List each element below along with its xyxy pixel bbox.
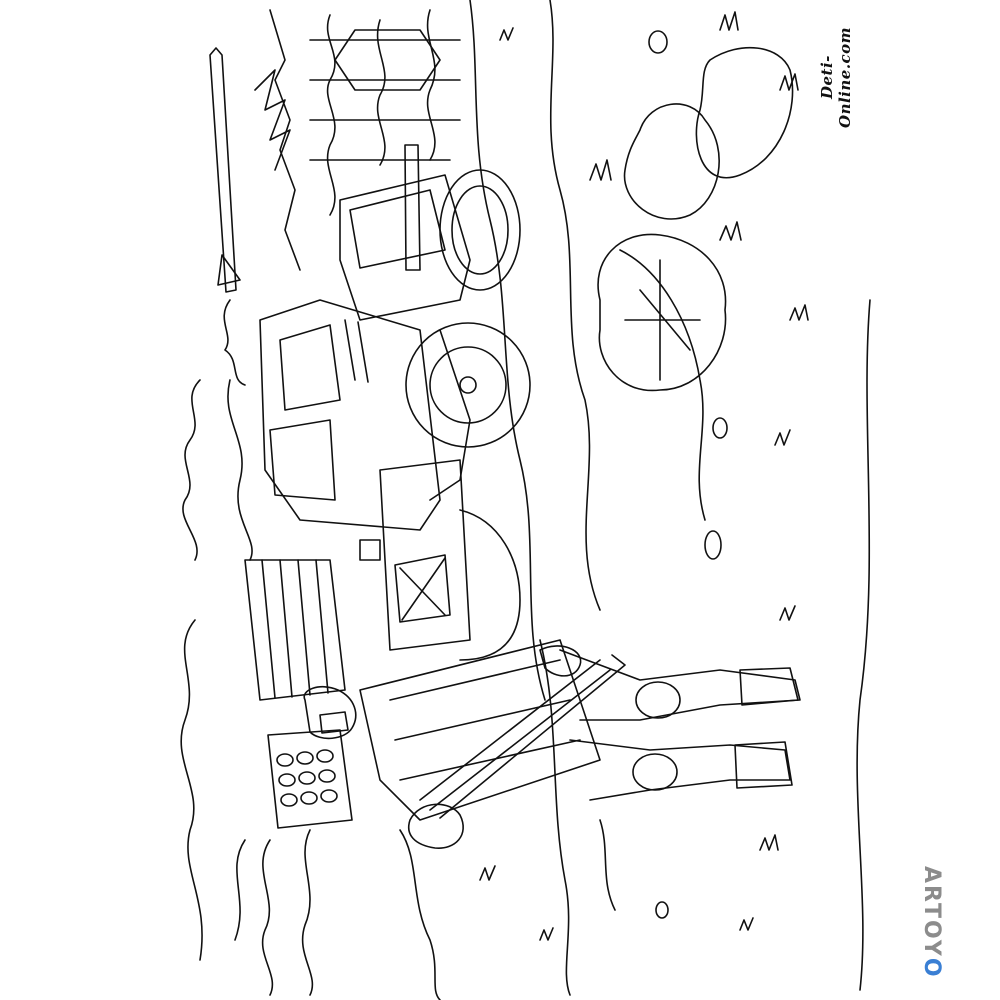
ground-lines bbox=[470, 0, 870, 995]
brand-logo: ARTOYO bbox=[910, 866, 944, 980]
forest bbox=[255, 10, 460, 270]
foreground-lines bbox=[400, 820, 615, 1000]
brand-logo-text: ARTOY bbox=[919, 866, 944, 958]
brand-logo-accent: O bbox=[919, 957, 944, 979]
rocket bbox=[210, 48, 245, 385]
soldier bbox=[304, 640, 800, 848]
site-watermark: Deti-Online.com bbox=[818, 26, 854, 128]
exhaust-smoke bbox=[181, 380, 312, 995]
grass-tufts bbox=[500, 12, 808, 930]
launcher-tubes bbox=[277, 750, 337, 806]
rocket-launcher bbox=[245, 560, 352, 828]
rocks-and-bushes bbox=[598, 31, 792, 918]
military-truck bbox=[260, 145, 530, 660]
